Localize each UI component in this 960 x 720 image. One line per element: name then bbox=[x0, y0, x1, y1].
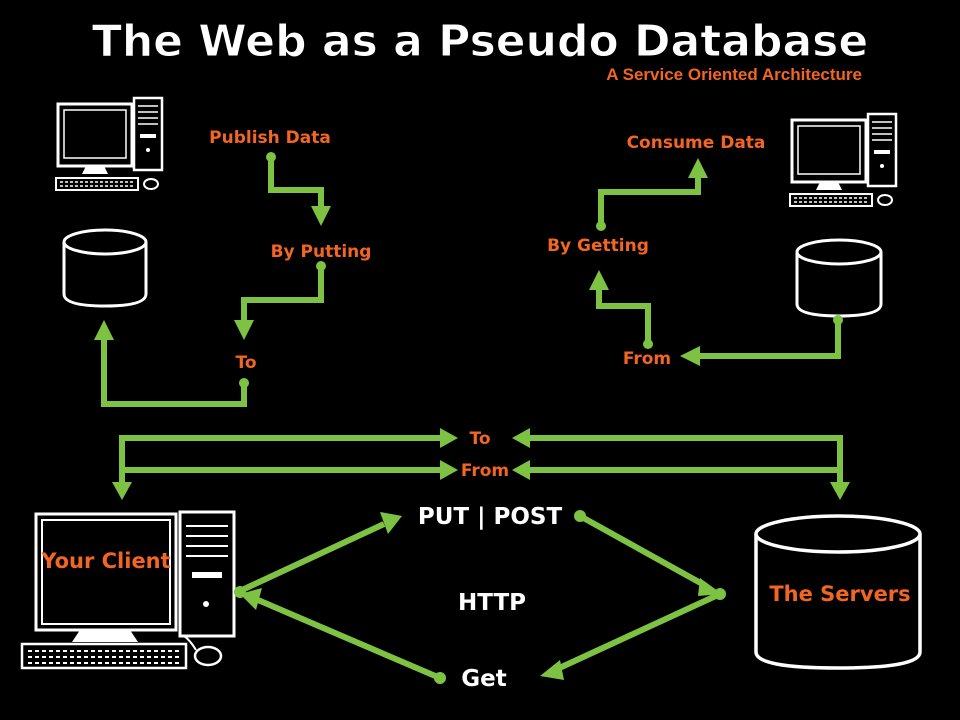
page-subtitle: A Service Oriented Architecture bbox=[606, 65, 862, 84]
publish-flow-arrow-2 bbox=[241, 266, 324, 320]
consume-flow-arrow-1 bbox=[596, 290, 651, 344]
desktop-computer-icon bbox=[54, 96, 164, 192]
http-label: HTTP bbox=[458, 590, 526, 616]
put-post-label: PUT | POST bbox=[418, 504, 563, 530]
publish-flow-arrow-1 bbox=[268, 158, 324, 206]
database-cylinder-icon bbox=[795, 238, 883, 318]
to-middle-label: To bbox=[469, 429, 490, 449]
connector-dots bbox=[234, 152, 843, 684]
publish-flow-arrow-3 bbox=[101, 340, 247, 407]
to-arrow-right bbox=[530, 435, 843, 482]
desktop-computer-icon bbox=[20, 510, 236, 670]
your-client-label: Your Client bbox=[40, 549, 170, 573]
database-cylinder-icon bbox=[754, 514, 922, 670]
by-putting-label: By Putting bbox=[271, 242, 372, 262]
to-arrow-left bbox=[119, 435, 440, 482]
put-post-to-servers-arrow bbox=[578, 513, 708, 589]
publish-data-label: Publish Data bbox=[209, 128, 331, 148]
to-left-label: To bbox=[235, 353, 256, 373]
get-to-client-arrow bbox=[256, 597, 442, 681]
arrows-layer bbox=[101, 158, 843, 681]
from-middle-label: From bbox=[461, 461, 509, 481]
arrowheads-layer bbox=[94, 158, 850, 680]
from-right-label: From bbox=[623, 349, 671, 369]
servers-to-get-arrow bbox=[553, 591, 722, 673]
the-servers-label: The Servers bbox=[769, 582, 910, 606]
page-title: The Web as a Pseudo Database bbox=[92, 16, 868, 67]
put-post-arrow bbox=[240, 521, 386, 593]
consume-flow-arrow-2 bbox=[598, 178, 701, 226]
by-getting-label: By Getting bbox=[547, 236, 649, 256]
database-cylinder-icon bbox=[62, 228, 148, 308]
consume-data-label: Consume Data bbox=[627, 133, 766, 153]
get-label: Get bbox=[461, 666, 506, 692]
consume-flow-arrow-3 bbox=[700, 320, 841, 359]
desktop-computer-icon bbox=[788, 112, 898, 208]
